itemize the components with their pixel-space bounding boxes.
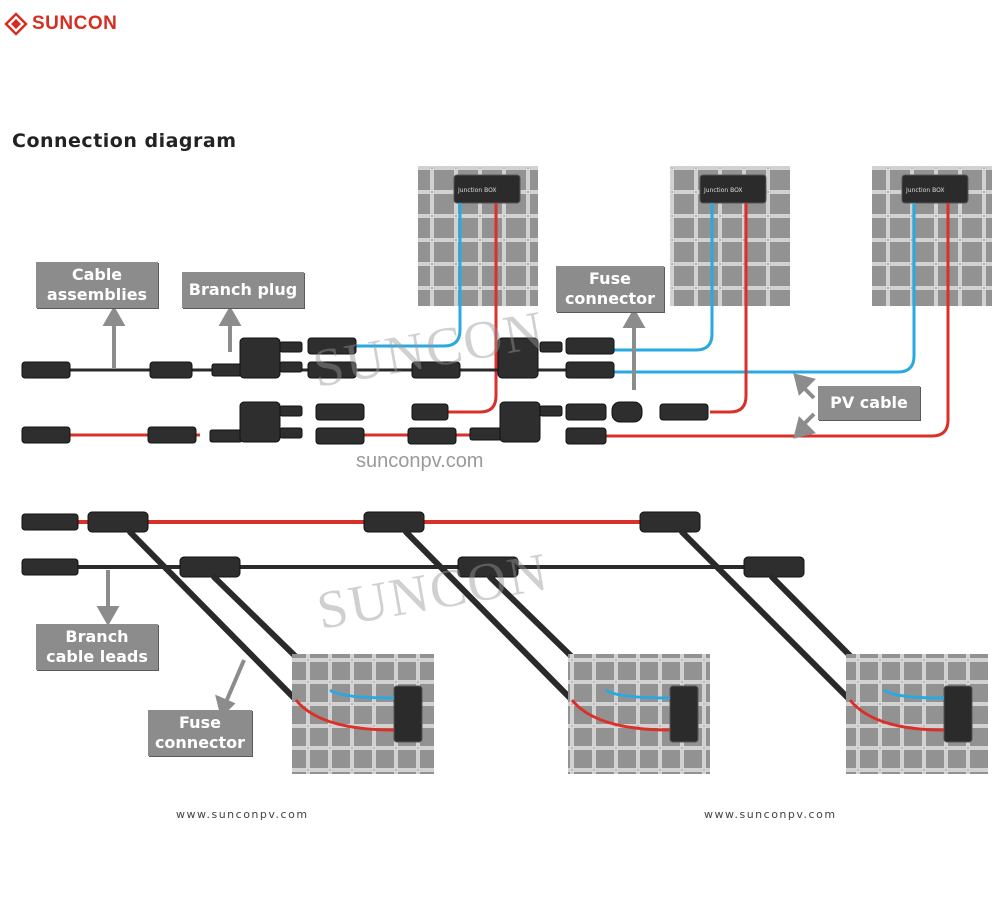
negative-wire [600,203,714,352]
website-mid: sunconpv.com [356,450,484,472]
brand-logo: SUNCON [4,12,117,36]
trunk-connectors [21,511,805,578]
solar-panel-bottom-1 [292,654,434,774]
positive-wire [710,203,748,414]
solar-panel-top-3: Junction BOX [872,166,992,306]
junction-box-label: Junction BOX [457,187,497,194]
connectors-top-row [21,337,615,379]
junction-box-label: Junction BOX [703,187,743,194]
negative-wire [340,203,462,348]
diagram-title: Connection diagram [12,130,237,152]
solar-panel-top-1: Junction BOX [418,166,538,306]
solar-panel-bottom-2 [568,654,710,774]
solar-panel-top-2: Junction BOX [670,166,790,306]
junction-box [453,174,521,204]
label-branch-plug: Branch plug [182,272,304,308]
positive-wire [600,203,950,438]
suncon-logo-icon [4,12,28,36]
positive-wire [440,203,498,414]
footer-url-left: www.sunconpv.com [176,808,309,821]
label-fuse-connector-top: Fuse connector [556,266,664,312]
label-pv-cable: PV cable [818,386,920,420]
junction-box [699,174,767,204]
label-fuse-connector-bottom: Fuse connector [148,710,252,756]
connectors-bottom-row [21,401,709,445]
brand-name: SUNCON [32,13,118,34]
junction-box-label: Junction BOX [905,187,945,194]
label-cable-assemblies: Cable assemblies [36,262,158,308]
negative-wire [600,203,916,374]
solar-panel-bottom-3 [846,654,988,774]
footer-url-right: www.sunconpv.com [704,808,837,821]
label-branch-cable-leads: Branch cable leads [36,624,158,670]
junction-box [901,174,969,204]
